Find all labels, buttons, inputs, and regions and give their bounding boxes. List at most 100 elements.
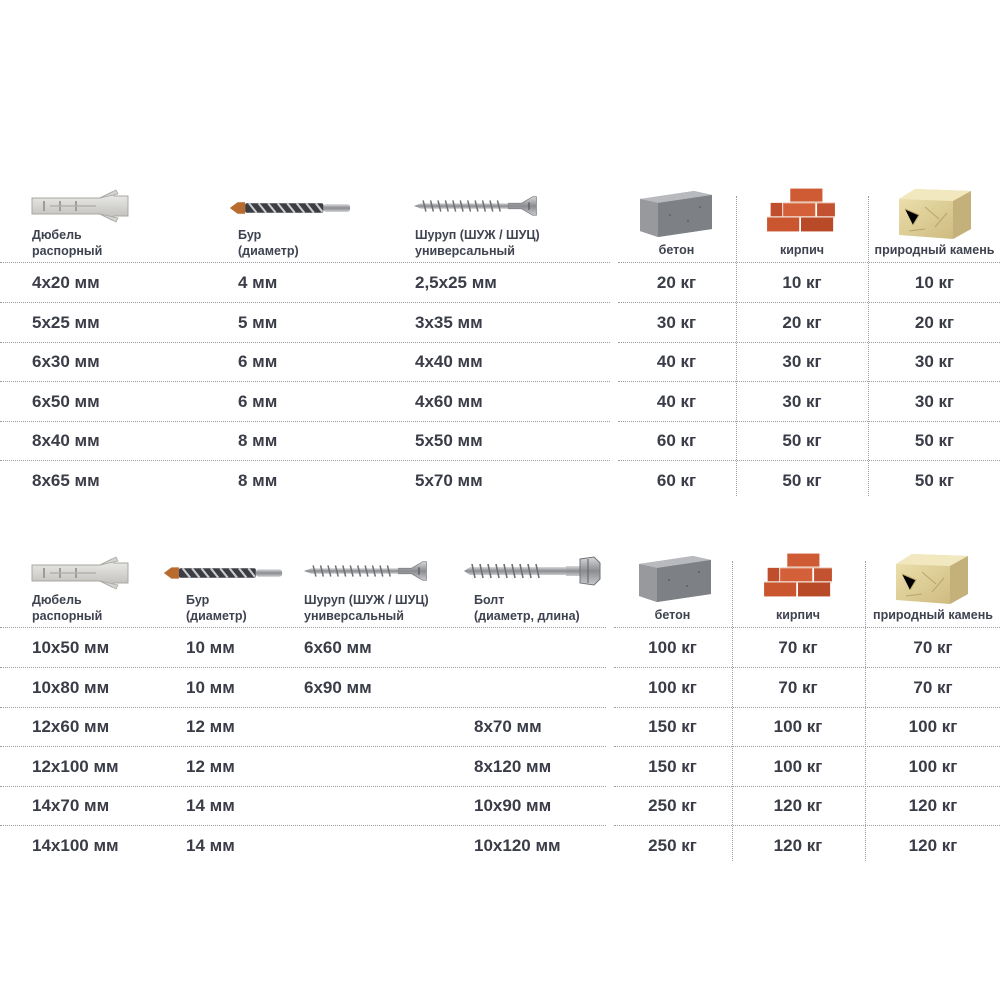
row-divider (0, 381, 610, 382)
cell-screw: 5x70 мм (415, 470, 483, 490)
row-divider (618, 381, 1000, 382)
fastener-table-2: Дюбель распорный Бур (диаметр) Шуруп (ШУ… (0, 545, 1000, 865)
cell-drill: 14 мм (186, 796, 235, 815)
cell-drill: 10 мм (186, 677, 235, 697)
natural-stone-icon (895, 185, 975, 241)
header-brick: кирпич (779, 243, 825, 257)
row-divider (0, 746, 606, 747)
row-divider (618, 262, 1000, 263)
header-dowel: Дюбель распорный (32, 593, 103, 623)
cell-dowel: 12x60 мм (32, 717, 110, 736)
cell-drill: 5 мм (238, 312, 278, 332)
brick-icon (765, 185, 837, 235)
drill-bit-icon (228, 198, 352, 218)
natural-stone-icon (892, 550, 972, 606)
cell-concrete: 60 кг (656, 470, 697, 490)
cell-concrete: 150 кг (648, 756, 697, 776)
brick-icon (762, 550, 834, 600)
cell-screw: 6x60 мм (304, 638, 372, 657)
row-divider (614, 667, 1000, 668)
cell-screw: 5x50 мм (415, 431, 483, 450)
cell-brick: 100 кг (773, 717, 823, 736)
cell-brick: 120 кг (773, 835, 823, 855)
dowel-icon (30, 555, 130, 591)
header-bolt: Болт (диаметр, длина) (474, 593, 580, 623)
cell-brick: 10 кг (782, 273, 822, 292)
cell-drill: 12 мм (186, 756, 235, 776)
row-divider (0, 627, 606, 628)
row-divider (614, 627, 1000, 628)
row-divider (618, 302, 1000, 303)
screw-icon (302, 559, 432, 583)
row-divider (0, 460, 610, 461)
header-dowel: Дюбель распорный (32, 228, 103, 258)
cell-stone: 10 кг (914, 273, 955, 292)
header-stone: природный камень (873, 608, 993, 622)
cell-concrete: 40 кг (656, 391, 697, 411)
cell-dowel: 12x100 мм (32, 756, 119, 776)
row-divider (614, 785, 1000, 787)
cell-drill: 12 мм (186, 717, 235, 736)
column-divider (865, 561, 866, 861)
cell-dowel: 10x80 мм (32, 677, 110, 697)
row-divider (0, 420, 610, 422)
cell-dowel: 5x25 мм (32, 312, 100, 332)
header-drill: Бур (диаметр) (238, 228, 299, 258)
cell-screw: 4x40 мм (415, 352, 483, 371)
cell-stone: 70 кг (913, 638, 953, 657)
row-divider (614, 706, 1000, 708)
cell-stone: 120 кг (908, 835, 958, 855)
dowel-icon (30, 188, 130, 224)
cell-drill: 6 мм (238, 352, 278, 371)
cell-bolt: 8x70 мм (474, 717, 542, 736)
cell-concrete: 20 кг (656, 273, 697, 292)
cell-screw: 3x35 мм (415, 312, 483, 332)
header-concrete: бетон (654, 608, 691, 622)
row-divider (618, 341, 1000, 343)
row-divider (0, 785, 606, 787)
row-divider (614, 825, 1000, 826)
concrete-block-icon (634, 550, 716, 606)
cell-brick: 20 кг (782, 312, 822, 332)
cell-drill: 6 мм (238, 391, 278, 411)
fastener-table-1: Дюбель распорный Бур (диаметр) Шуруп (ШУ… (0, 180, 1000, 500)
cell-drill: 4 мм (238, 273, 278, 292)
cell-stone: 50 кг (914, 470, 955, 490)
header-brick: кирпич (775, 608, 821, 622)
cell-drill: 8 мм (238, 470, 278, 490)
cell-stone: 20 кг (914, 312, 955, 332)
column-divider (736, 196, 737, 496)
cell-brick: 70 кг (778, 677, 818, 697)
cell-dowel: 14x70 мм (32, 796, 110, 815)
cell-dowel: 14x100 мм (32, 835, 119, 855)
cell-concrete: 40 кг (656, 352, 697, 371)
cell-screw: 2,5x25 мм (415, 273, 497, 292)
cell-stone: 100 кг (908, 756, 958, 776)
drill-bit-icon (162, 563, 284, 583)
table-row: 12x100 мм 12 мм 8x120 мм 150 кг 100 кг 100 кг (0, 747, 1000, 787)
cell-concrete: 250 кг (648, 835, 697, 855)
column-divider (732, 561, 733, 861)
cell-stone: 30 кг (914, 391, 955, 411)
cell-dowel: 8x40 мм (32, 431, 100, 450)
header-concrete: бетон (658, 243, 695, 257)
cell-stone: 50 кг (914, 431, 955, 450)
cell-bolt: 8x120 мм (474, 756, 552, 776)
row-divider (614, 746, 1000, 747)
cell-dowel: 6x30 мм (32, 352, 100, 371)
cell-brick: 100 кг (773, 756, 823, 776)
cell-brick: 50 кг (782, 470, 822, 490)
cell-dowel: 10x50 мм (32, 638, 110, 657)
cell-stone: 70 кг (913, 677, 953, 697)
cell-concrete: 100 кг (648, 677, 697, 697)
row-divider (0, 262, 610, 263)
